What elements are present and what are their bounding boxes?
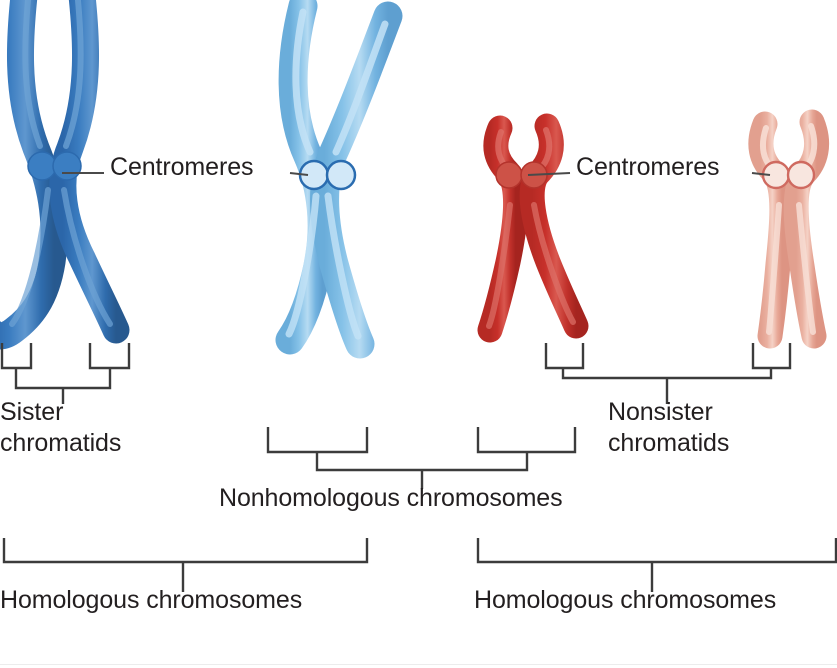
label-homologous-chromosomes-right: Homologous chromosomes [474,586,777,614]
label-homologous-chromosomes-left: Homologous chromosomes [0,586,303,614]
pink-centromere-right [786,160,816,190]
leader-line-centromere-pink [751,172,771,176]
chromosome-light-blue [275,0,403,359]
pink-highlight-4 [796,202,816,335]
nonhomologous-subbracket-light-blue [266,427,369,454]
chromosome-red [477,113,589,343]
sister-subbracket-left [0,343,33,370]
light-blue-highlight-4 [324,192,362,340]
red-highlight-3 [486,202,513,329]
pink-highlight-3 [766,202,782,335]
dark-blue-chromatid-left [0,0,68,350]
light-blue-highlight-3 [285,192,320,338]
label-centromeres-right: Centromeres [576,153,720,181]
dark-blue-highlight-2 [63,0,84,149]
leader-line-centromere-light-blue [289,172,309,176]
homologous-left-bracket [2,538,369,564]
dark-blue-highlight-3 [9,187,51,327]
label-nonhomologous-chromosomes: Nonhomologous chromosomes [219,484,563,512]
label-centromeres-left: Centromeres [110,153,254,181]
sister-subbracket-right [88,343,131,370]
nonhomologous-subbracket-red [476,427,577,454]
chromosome-pink [748,109,830,349]
dark-blue-highlight-4 [61,187,113,327]
sister-bracket-join [14,368,112,390]
nonsister-subbracket-red [544,343,585,370]
homologous-right-bracket [476,538,837,564]
nonsister-subbracket-pink [751,343,792,370]
nonhomologous-bracket-join [315,452,529,472]
nonsister-bracket-join [561,368,773,380]
light-blue-highlight-1 [292,8,314,156]
bottom-divider [0,664,837,665]
chromosome-dark-blue [0,0,130,350]
light-blue-centromere-right [325,159,357,191]
leader-line-centromere-red [527,172,571,176]
red-highlight-4 [531,202,576,325]
light-blue-highlight-2 [332,20,389,156]
label-nonsister-chromatids: Nonsister chromatids [608,398,730,457]
label-sister-chromatids: Sister chromatids [0,398,122,457]
dark-blue-highlight-1 [22,0,43,149]
